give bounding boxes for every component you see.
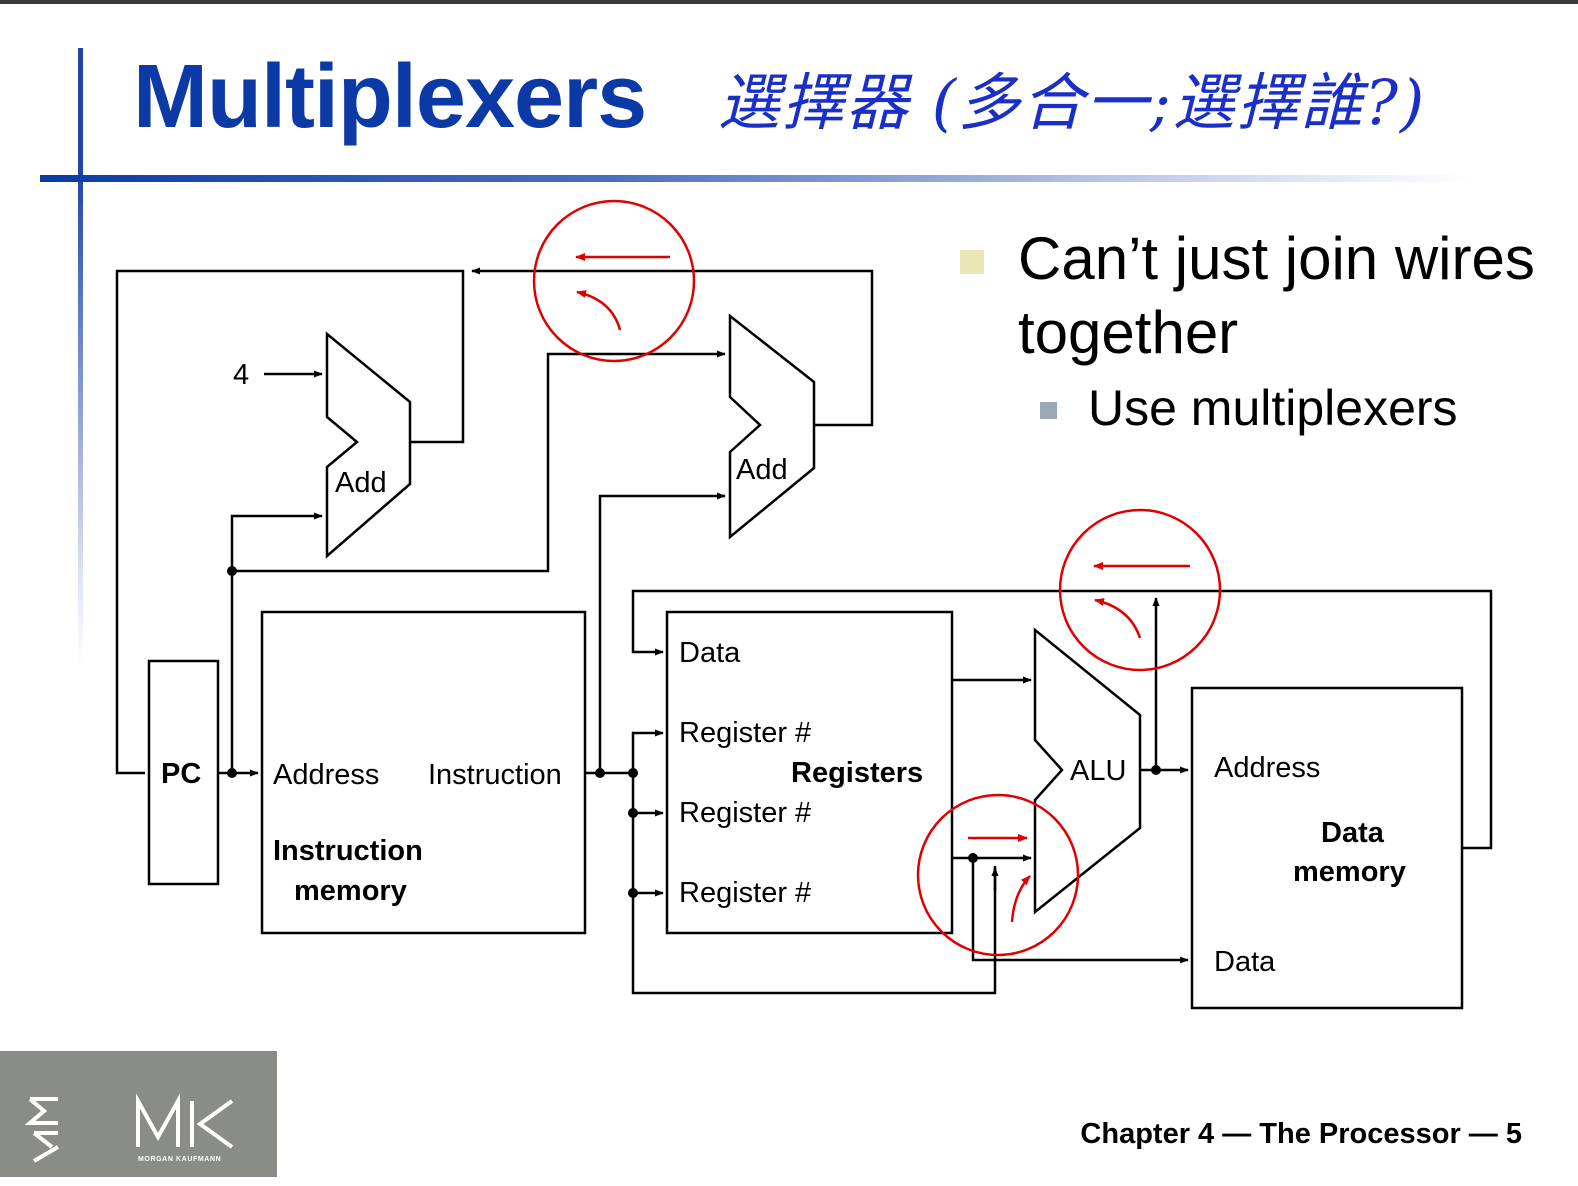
- annotation-curved-arrow: [1010, 875, 1031, 923]
- wire: [471, 267, 874, 427]
- junction-dot: [227, 566, 237, 576]
- wire: [115, 269, 465, 775]
- regs-register2-label: Register #: [679, 797, 811, 829]
- pc-label: PC: [161, 758, 201, 790]
- imem-instruction-label: Instruction: [428, 759, 562, 791]
- wire: [230, 512, 323, 773]
- constant-four-label: 4: [233, 359, 249, 391]
- title-underline: [40, 175, 1470, 182]
- bullet-level1: Can’t just join wires together: [960, 222, 1560, 370]
- wire: [598, 492, 726, 773]
- imem-address-label: Address: [273, 759, 379, 791]
- branch-adder-label: Add: [736, 454, 788, 486]
- imem-name-line2: memory: [294, 875, 407, 907]
- annotation-curved-arrow: [576, 290, 622, 331]
- wire: [631, 773, 997, 995]
- junction-dot: [628, 888, 638, 898]
- junction-dot: [1151, 765, 1161, 775]
- slide-title: Multiplexers: [133, 47, 647, 147]
- wire: [971, 858, 1189, 964]
- branch-adder-shape: [728, 313, 816, 540]
- registers-box: [665, 610, 954, 935]
- annotation-circle-top: [532, 199, 696, 363]
- top-border: [0, 0, 1578, 4]
- bullet-marker-square: [960, 250, 984, 274]
- bullet-text: Use multiplexers: [1088, 380, 1458, 436]
- bullet-text: Can’t just join wires together: [1018, 225, 1535, 366]
- annotation-circle-alu-out: [1058, 508, 1222, 672]
- handwritten-annotation: 選擇器 (多合一;選擇誰?): [718, 66, 1427, 139]
- bullet-list: Can’t just join wires together Use multi…: [960, 222, 1560, 438]
- bullet-marker-square: [1040, 402, 1057, 419]
- logo-subtext: MORGAN KAUFMANN: [138, 1156, 221, 1163]
- annotation-circle-alu-in: [916, 793, 1080, 957]
- dmem-data-label: Data: [1214, 946, 1276, 978]
- wire: [631, 589, 1493, 850]
- publisher-logo: MORGAN KAUFMANN: [0, 1051, 277, 1177]
- dmem-name-line1: Data: [1321, 817, 1385, 849]
- junction-dot: [227, 768, 237, 778]
- pc-adder-label: Add: [335, 467, 387, 499]
- regs-name-label: Registers: [791, 757, 923, 789]
- regs-register1-label: Register #: [679, 717, 811, 749]
- junction-dot: [595, 768, 605, 778]
- slide-footer: Chapter 4 — The Processor — 5: [1080, 1118, 1522, 1150]
- regs-register3-label: Register #: [679, 877, 811, 909]
- alu-shape: [1033, 627, 1142, 915]
- junction-dot: [628, 768, 638, 778]
- wire: [232, 350, 726, 573]
- imem-name-line1: Instruction: [273, 835, 423, 867]
- mk-logo-icon: MORGAN KAUFMANN: [24, 1093, 234, 1163]
- alu-label: ALU: [1070, 755, 1126, 787]
- dmem-address-label: Address: [1214, 752, 1320, 784]
- wire: [631, 729, 664, 773]
- annotation-curved-arrow: [1094, 598, 1142, 639]
- junction-dot: [628, 808, 638, 818]
- junction-dot: [968, 853, 978, 863]
- dmem-name-line2: memory: [1293, 856, 1406, 888]
- pc-adder-shape: [325, 331, 412, 559]
- title-vertical-rule: [78, 48, 83, 668]
- bullet-level2: Use multiplexers: [1040, 378, 1560, 438]
- regs-data-label: Data: [679, 637, 741, 669]
